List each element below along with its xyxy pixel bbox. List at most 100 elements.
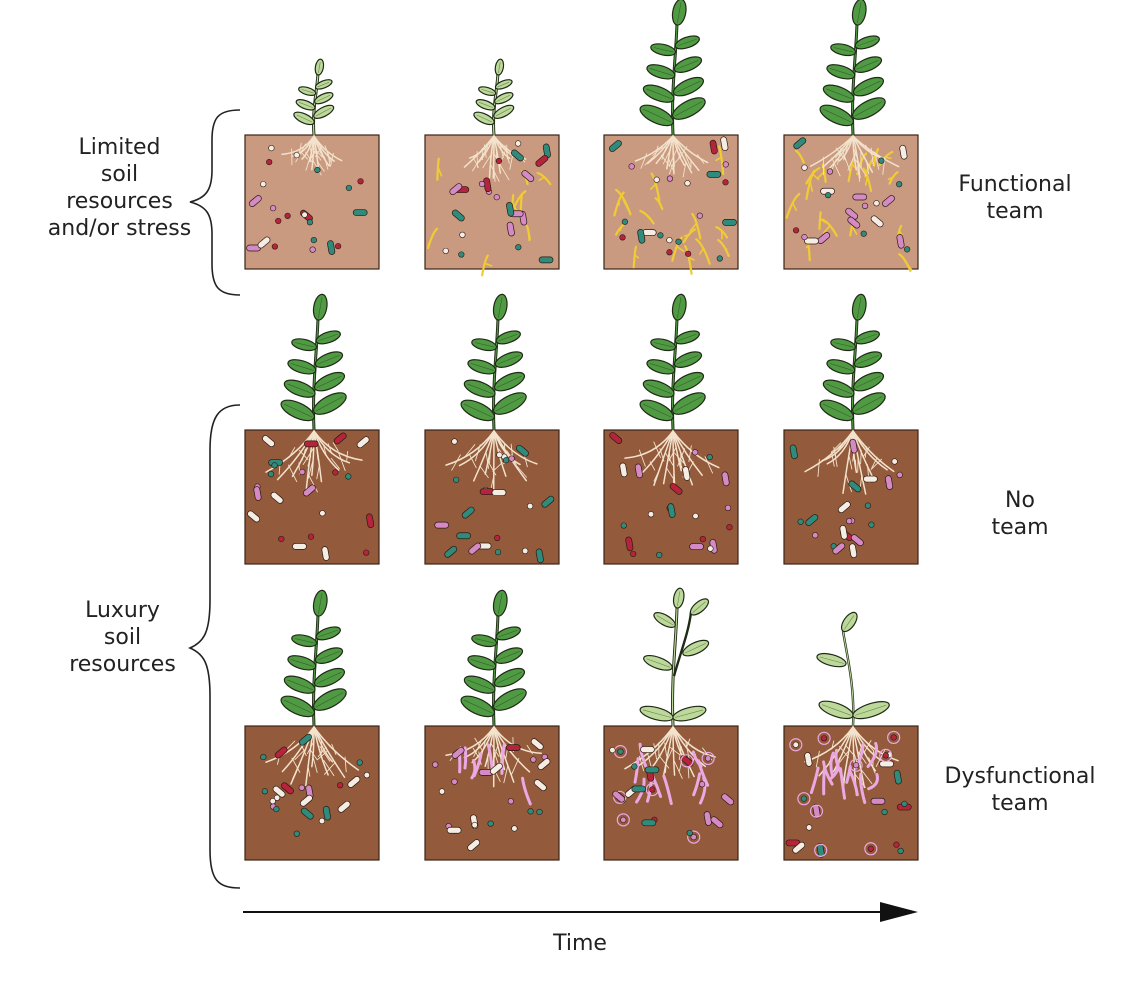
microbe-cell (798, 519, 804, 525)
microbe-cell (333, 470, 339, 476)
microbe-rod (539, 257, 553, 263)
microbe-cell (512, 826, 518, 832)
microbe-cell (261, 754, 267, 760)
microbe-cell (453, 477, 459, 483)
microbe-cell (862, 203, 868, 209)
microbe-cell (269, 145, 275, 151)
microbe-cell (676, 239, 682, 245)
microbe-cell (697, 213, 703, 219)
label-dysfunctional-team: Dysfunctional team (925, 763, 1115, 817)
microbe-cell (853, 762, 859, 768)
microbe-cell (629, 164, 635, 170)
microbe-cell (725, 505, 731, 511)
label-line: resources (55, 651, 190, 678)
microbe-cell (630, 551, 636, 557)
microbe-cell (692, 450, 698, 456)
microbe-cell (812, 532, 818, 538)
microbe-cell (459, 252, 465, 258)
microbe-cell (622, 219, 628, 225)
microbe-cell (439, 789, 445, 795)
microbe-cell (358, 178, 364, 184)
microbe-rod (353, 210, 367, 216)
microbe-cell (337, 782, 343, 788)
microbe-cell (285, 213, 291, 219)
time-axis-arrowhead (880, 902, 918, 922)
panel-functional-team-stage-2 (425, 59, 559, 276)
microbe-cell (693, 513, 699, 519)
microbe-cell (685, 251, 691, 257)
microbe-cell (299, 469, 305, 475)
brace-luxury (190, 405, 240, 888)
microbe-cell (527, 503, 533, 509)
microbe-cell (503, 457, 509, 463)
microbe-cell (509, 456, 515, 462)
microbe-cell (452, 779, 458, 785)
microbe-cell (335, 243, 341, 249)
label-line: Luxury (55, 597, 190, 624)
label-no-team: No team (960, 487, 1080, 541)
microbe-cell (658, 233, 664, 239)
microbe-cell (827, 169, 833, 175)
microbe-rod (640, 747, 654, 753)
microbe-cell (650, 787, 656, 793)
microbe-cell (656, 552, 662, 558)
microbe-cell (707, 454, 713, 460)
microbe-cell (896, 181, 902, 187)
microbe-cell (883, 753, 889, 759)
microbe-rod (871, 798, 885, 804)
microbe-cell (537, 809, 543, 815)
microbe-cell (904, 247, 910, 253)
panel-functional-team-stage-3 (604, 0, 738, 274)
panel-no-team-stage-1 (245, 293, 379, 564)
microbe-cell (648, 511, 654, 517)
microbe-cell (699, 781, 705, 787)
microbe-cell (802, 234, 808, 240)
microbe-cell (357, 760, 363, 766)
microbe-rod (492, 490, 506, 496)
soil-block (604, 430, 738, 564)
fungal-hypha-branch (659, 202, 660, 203)
panel-no-team-stage-4 (784, 293, 918, 564)
microbe-cell (496, 158, 502, 164)
microbe-cell (806, 825, 812, 831)
microbe-cell (515, 244, 521, 250)
microbe-cell (494, 535, 500, 541)
label-line: resources (32, 188, 207, 215)
fungal-hypha (465, 748, 466, 768)
microbe-cell (460, 232, 466, 238)
microbe-cell (708, 546, 714, 552)
microbe-cell (488, 821, 494, 827)
fungal-hypha (819, 212, 820, 229)
microbe-cell (443, 248, 449, 254)
microbe-cell (275, 218, 281, 224)
microbe-cell (452, 439, 458, 445)
microbe-cell (902, 801, 908, 807)
microbe-cell (700, 536, 706, 542)
microbe-cell (319, 818, 325, 824)
microbe-cell (705, 756, 711, 762)
root-branch (861, 450, 862, 464)
microbe-rod (853, 194, 867, 200)
microbe-rod (642, 820, 656, 826)
microbe-cell (508, 798, 514, 804)
microbe-rod (707, 171, 721, 177)
label-line: No (960, 487, 1080, 514)
microbe-cell (307, 219, 313, 225)
microbe-rod (690, 544, 704, 550)
microbe-cell (868, 846, 874, 852)
microbe-cell (299, 785, 305, 791)
microbe-cell (270, 798, 276, 804)
microbe-cell (279, 536, 285, 542)
microbe-cell (515, 141, 521, 147)
microbe-cell (874, 200, 880, 206)
label-luxury-soil-resources: Luxury soil resources (55, 597, 190, 678)
fungal-hypha-branch (886, 157, 891, 158)
microbe-rod (447, 827, 461, 833)
microbe-cell (821, 735, 827, 741)
microbe-cell (897, 472, 903, 478)
microbe-rod (304, 441, 318, 447)
microbe-cell (898, 848, 904, 854)
microbe-cell (667, 176, 673, 182)
microbe-cell (528, 809, 534, 815)
microbe-rod (863, 476, 877, 482)
